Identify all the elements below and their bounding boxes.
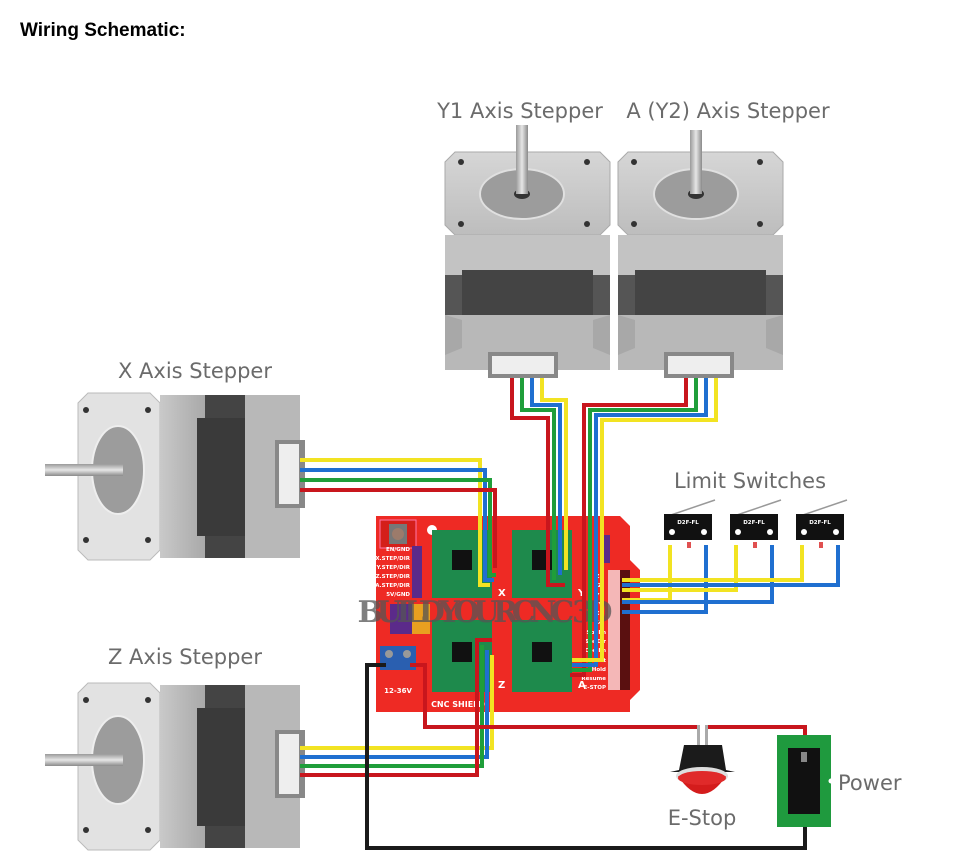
board-label: A.STEP/DIR xyxy=(375,583,411,589)
wire-y1-green xyxy=(520,378,556,580)
z-motor-label: Z Axis Stepper xyxy=(108,645,262,669)
switch-model-label: D2F-FL xyxy=(743,520,765,526)
axis-marker-y: Y xyxy=(577,588,586,599)
board-label: Resume xyxy=(581,676,606,682)
axis-marker-z: Z xyxy=(498,680,505,691)
board-label: Y.STEP/DIR xyxy=(375,565,410,571)
switch-model-label: D2F-FL xyxy=(809,520,831,526)
wire-z-blue xyxy=(300,650,489,759)
a-stepper-motor xyxy=(617,130,784,378)
power-terminal-label: 12-36V xyxy=(384,687,412,695)
wire-a-yellow xyxy=(572,378,718,662)
estop-label: E-Stop xyxy=(668,806,737,830)
z-stepper-motor xyxy=(45,682,305,851)
wire-power-positive xyxy=(410,663,700,729)
watermark: BUILDYOURCNC 3D xyxy=(358,595,613,630)
axis-marker-a: A xyxy=(578,680,586,691)
board-name: CNC SHIELD xyxy=(431,700,485,709)
y1-stepper-motor xyxy=(444,125,611,378)
wire-limit-2-yellow xyxy=(622,545,738,592)
board-label: Z+ xyxy=(595,574,604,580)
wire-a-red xyxy=(570,378,688,677)
switch-model-label: D2F-FL xyxy=(677,520,699,526)
board-label: 5V/GND xyxy=(386,592,410,598)
board-label: EN/GND xyxy=(386,547,410,553)
estop-button xyxy=(670,725,735,794)
wires xyxy=(300,378,840,850)
wire-a-blue xyxy=(572,378,708,667)
limit-switch-3: D2F-FL xyxy=(796,499,848,548)
board-label: X.STEP/DIR xyxy=(375,556,410,562)
wire-z-green xyxy=(300,645,484,768)
y1-motor-label: Y1 Axis Stepper xyxy=(436,99,603,123)
wire-limit-1-blue xyxy=(622,545,708,614)
wire-limit-2-blue xyxy=(622,545,774,604)
wire-y1-yellow xyxy=(540,378,568,570)
wire-x-blue xyxy=(300,468,494,582)
x-stepper-motor xyxy=(45,392,305,561)
x-motor-label: X Axis Stepper xyxy=(118,359,272,383)
board-label: E-STOP xyxy=(584,685,606,691)
wire-limit-3-blue xyxy=(622,545,840,587)
wire-y1-red xyxy=(510,378,565,587)
wire-z-red xyxy=(300,638,492,777)
board-label: Hold xyxy=(592,667,606,673)
page-heading: Wiring Schematic: xyxy=(20,20,186,41)
board-label: Z.STEP/DIR xyxy=(376,574,411,580)
wire-a-green xyxy=(572,378,698,672)
wire-z-yellow xyxy=(300,655,494,750)
wire-x-red xyxy=(300,488,497,568)
wire-x-green xyxy=(300,478,496,577)
limit-switches-label: Limit Switches xyxy=(674,469,826,493)
power-label: Power xyxy=(838,771,902,795)
power-jack xyxy=(777,735,834,827)
a-motor-label: A (Y2) Axis Stepper xyxy=(626,99,830,123)
axis-marker-x: X xyxy=(498,588,506,599)
wire-x-yellow xyxy=(300,458,490,587)
wire-limit-3-yellow xyxy=(622,545,804,582)
wire-y1-blue xyxy=(530,378,562,575)
limit-switch-1: D2F-FL xyxy=(664,499,716,548)
board-label: Y+ xyxy=(594,593,604,599)
wire-power-ground xyxy=(365,663,807,850)
board-label: X+ xyxy=(595,611,604,617)
limit-switch-2: D2F-FL xyxy=(730,499,782,548)
